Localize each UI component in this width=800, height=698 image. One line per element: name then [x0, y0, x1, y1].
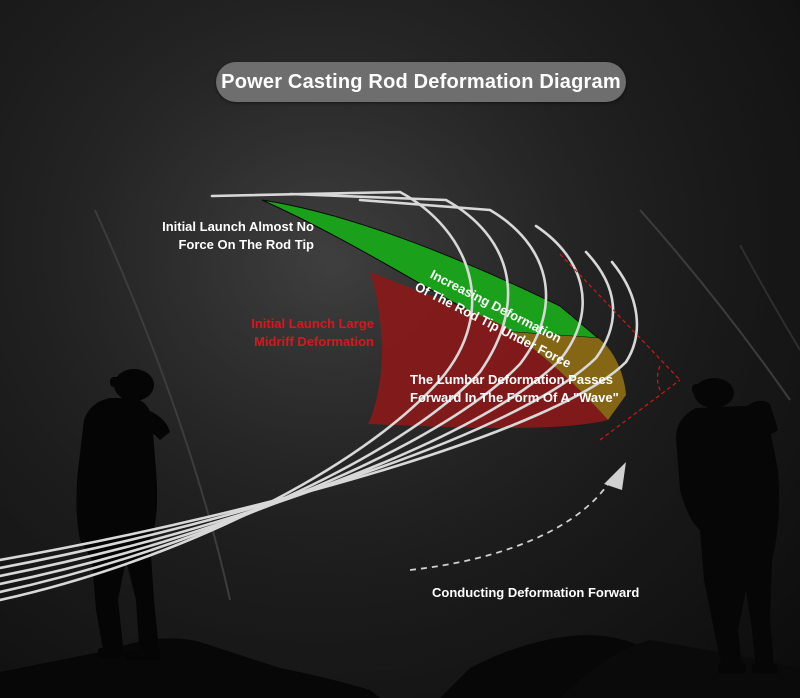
rod-curve-5: [0, 250, 615, 570]
label-lumbar-line-1: The Lumbar Deformation Passes: [410, 372, 613, 387]
rod-curves: [0, 190, 639, 602]
background-rod-right: [639, 209, 791, 401]
rod-curve-6: [0, 260, 639, 562]
angle-arc: [656, 365, 663, 395]
label-midriff-line-1: Initial Launch Large: [251, 316, 374, 331]
diagram-title: Power Casting Rod Deformation Diagram: [216, 62, 626, 102]
rod-curve-4: [0, 224, 584, 578]
label-midriff-line-2: Midriff Deformation: [254, 334, 374, 349]
label-midriff: Initial Launch Large Midriff Deformation: [210, 315, 374, 351]
label-tip-initial: Initial Launch Almost No Force On The Ro…: [128, 218, 314, 254]
angle-line-upper: [559, 253, 681, 381]
label-tip-initial-line-2: Force On The Rod Tip: [178, 237, 314, 252]
conducting-arrow-path: [409, 477, 613, 571]
background-rod-left: [94, 209, 231, 601]
label-conducting: Conducting Deformation Forward: [432, 585, 640, 600]
label-lumbar-line-2: Forward In The Form Of A "Wave": [410, 390, 619, 405]
rod-curve-2: [0, 192, 510, 594]
label-tip-initial-line-1: Initial Launch Almost No: [162, 219, 314, 234]
background-rod-far-right: [739, 244, 800, 351]
ground-left: [0, 638, 380, 698]
ground-right-ridge: [560, 640, 800, 698]
label-lumbar: The Lumbar Deformation Passes Forward In…: [410, 371, 619, 407]
angle-indicator: [559, 253, 681, 441]
rod-curve-3: [0, 198, 548, 586]
angler-left-silhouette: [76, 369, 170, 660]
midriff-deformation-zone: [368, 272, 608, 428]
angle-line-lower: [599, 379, 681, 441]
rod-curve-1: [0, 190, 474, 602]
angler-right-silhouette: [676, 378, 780, 674]
conducting-arrow-head: [604, 462, 626, 490]
